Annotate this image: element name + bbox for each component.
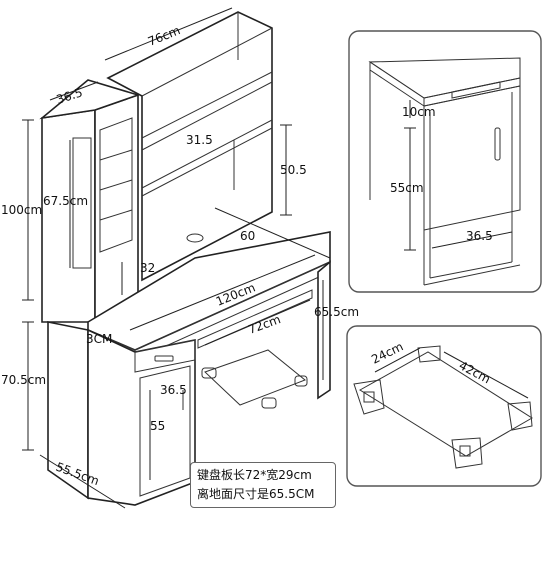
label-shelf-gap: 50.5 bbox=[280, 163, 307, 177]
label-desk-height: 70.5cm bbox=[1, 373, 46, 387]
keyboard-tray bbox=[197, 289, 313, 349]
cabinet-front bbox=[87, 328, 196, 506]
detail-door bbox=[423, 85, 521, 231]
detail-tray bbox=[359, 351, 533, 457]
label-door-width: 36.5 bbox=[466, 229, 493, 243]
glass-door bbox=[72, 137, 92, 269]
label-drawer-height: 10cm bbox=[402, 105, 436, 119]
label-desk-depth: 60 bbox=[240, 229, 255, 243]
glass-door-side bbox=[99, 117, 133, 253]
right-leg bbox=[317, 260, 331, 400]
label-leg-gap: 32 bbox=[140, 261, 155, 275]
keyboard-detail-inset bbox=[346, 325, 542, 487]
desk-illustration bbox=[22, 7, 331, 509]
label-mid-shelf: 31.5 bbox=[186, 133, 213, 147]
note-line-2: 离地面尺寸是65.5CM bbox=[197, 487, 315, 501]
cabinet-detail-frame bbox=[348, 30, 542, 293]
cabinet-drawer bbox=[134, 339, 196, 373]
label-keyboard-height: 65.5cm bbox=[314, 305, 359, 319]
note-line-1: 键盘板长72*宽29cm bbox=[197, 468, 312, 482]
label-side-cabinet-height: 100cm bbox=[1, 203, 42, 217]
label-drawer-width: 36.5 bbox=[160, 383, 187, 397]
label-door-height: 55cm bbox=[390, 181, 424, 195]
left-tower-front bbox=[41, 109, 96, 323]
label-keyboard-width: 72cm bbox=[246, 312, 282, 337]
left-tower-top bbox=[39, 79, 141, 120]
cabinet-detail-inset bbox=[348, 30, 542, 293]
detail-drawer-handle bbox=[451, 81, 501, 99]
label-top-thickness: 3CM bbox=[86, 332, 112, 346]
label-cabinet-height: 55 bbox=[150, 419, 165, 433]
keyboard-detail-frame bbox=[346, 325, 542, 487]
cable-grommet bbox=[186, 233, 204, 243]
label-glass-door-height: 67.5cm bbox=[43, 194, 88, 208]
keyboard-note: 键盘板长72*宽29cm 离地面尺寸是65.5CM bbox=[190, 462, 336, 508]
cpu-stand bbox=[204, 349, 306, 406]
